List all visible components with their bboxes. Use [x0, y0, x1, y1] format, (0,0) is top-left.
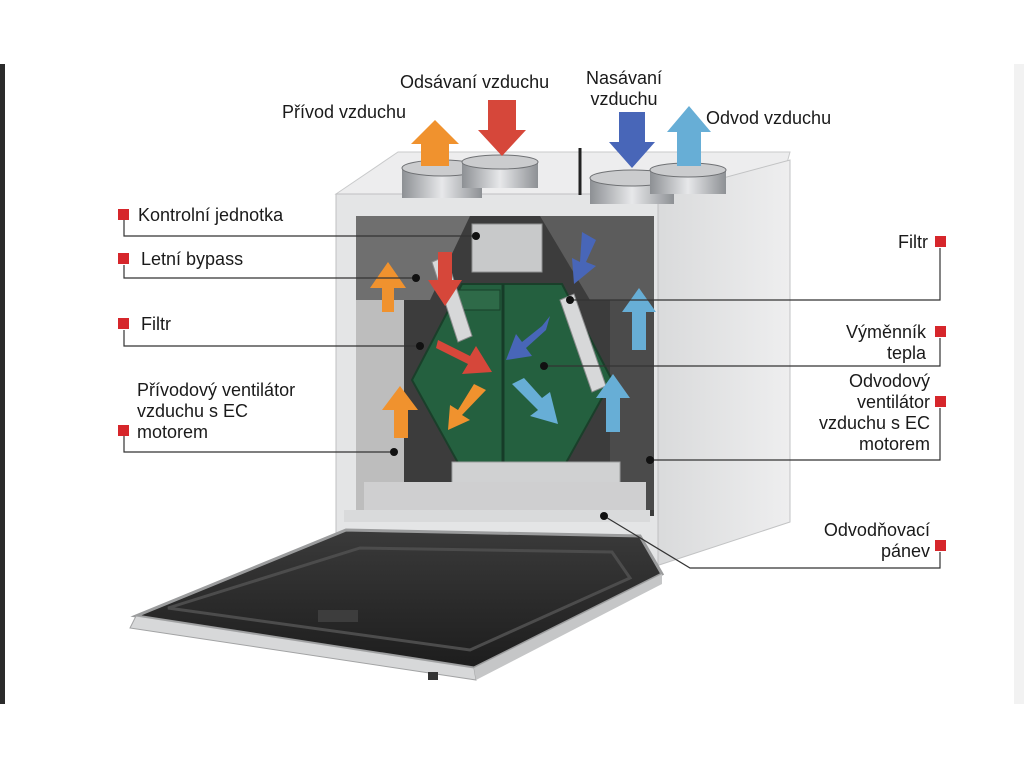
marker-vymennik [935, 326, 946, 337]
arrow-inner-red-2 [436, 340, 492, 374]
left-border [0, 64, 5, 704]
marker-ventilator [118, 425, 129, 436]
arrow-odsavani-down [478, 100, 526, 156]
arrow-inner-lightblue-2 [512, 378, 558, 424]
leader-kontrolni [123, 220, 476, 237]
label-filtr-right: Filtr [898, 232, 928, 252]
leader-panev [603, 515, 941, 569]
leader-vymennik [544, 338, 941, 367]
label-letni-bypass: Letní bypass [141, 249, 244, 269]
arrow-inner-orange-3 [448, 384, 486, 430]
label-filtr-left: Filtr [141, 314, 171, 334]
label-odvodnovaci-panev: Odvodňovací pánev [823, 520, 930, 561]
marker-panev [935, 540, 946, 551]
arrow-inner-blue-1 [572, 232, 596, 284]
label-privodovy-ventilator: Přívodový ventilátor vzduchu s EC motore… [137, 380, 296, 442]
marker-filtr-left [118, 318, 129, 329]
label-privod-vzduchu: Přívod vzduchu [282, 102, 407, 122]
label-nasavani-vzduchu: Nasávaní vzduchu [586, 68, 663, 109]
arrow-inner-blue-2 [506, 316, 550, 360]
housing-side [655, 159, 791, 567]
arrow-inner-lightblue-1 [622, 288, 656, 350]
arrow-inner-lightblue-3 [596, 374, 630, 432]
leader-bypass [123, 265, 416, 279]
arrow-nasavani-down [609, 112, 655, 168]
arrow-inner-orange-2 [382, 386, 418, 438]
leader-filtr-right [570, 248, 941, 301]
marker-odvodovy [935, 396, 946, 407]
leader-odvodovy [650, 408, 941, 461]
arrow-odvod-up [667, 106, 711, 166]
marker-bypass [118, 253, 129, 264]
leader-dots [390, 232, 654, 520]
label-odvod-vzduchu: Odvod vzduchu [706, 108, 832, 128]
leader-filtr-left [123, 330, 420, 347]
arrow-inner-red-1 [428, 252, 462, 306]
marker-filtr-right [935, 236, 946, 247]
label-odvodovy-ventilator: Odvodový ventilátor vzduchu s EC motorem [818, 371, 930, 454]
label-vymennik-tepla: Výměnník tepla [845, 322, 926, 363]
leader-lines [123, 220, 941, 569]
label-odsavani-vzduchu: Odsávaní vzduchu [400, 72, 550, 92]
leader-ventilator [123, 436, 394, 453]
arrow-inner-orange-1 [370, 262, 406, 312]
arrow-privod-up [411, 120, 459, 166]
control-unit-box [471, 223, 543, 273]
duct-odsavani [461, 154, 539, 188]
label-kontrolni-jednotka: Kontrolní jednotka [138, 205, 284, 225]
duct-odvod [649, 162, 727, 194]
marker-kontrolni [118, 209, 129, 220]
right-border [1014, 64, 1024, 704]
drain-pan [451, 461, 621, 485]
